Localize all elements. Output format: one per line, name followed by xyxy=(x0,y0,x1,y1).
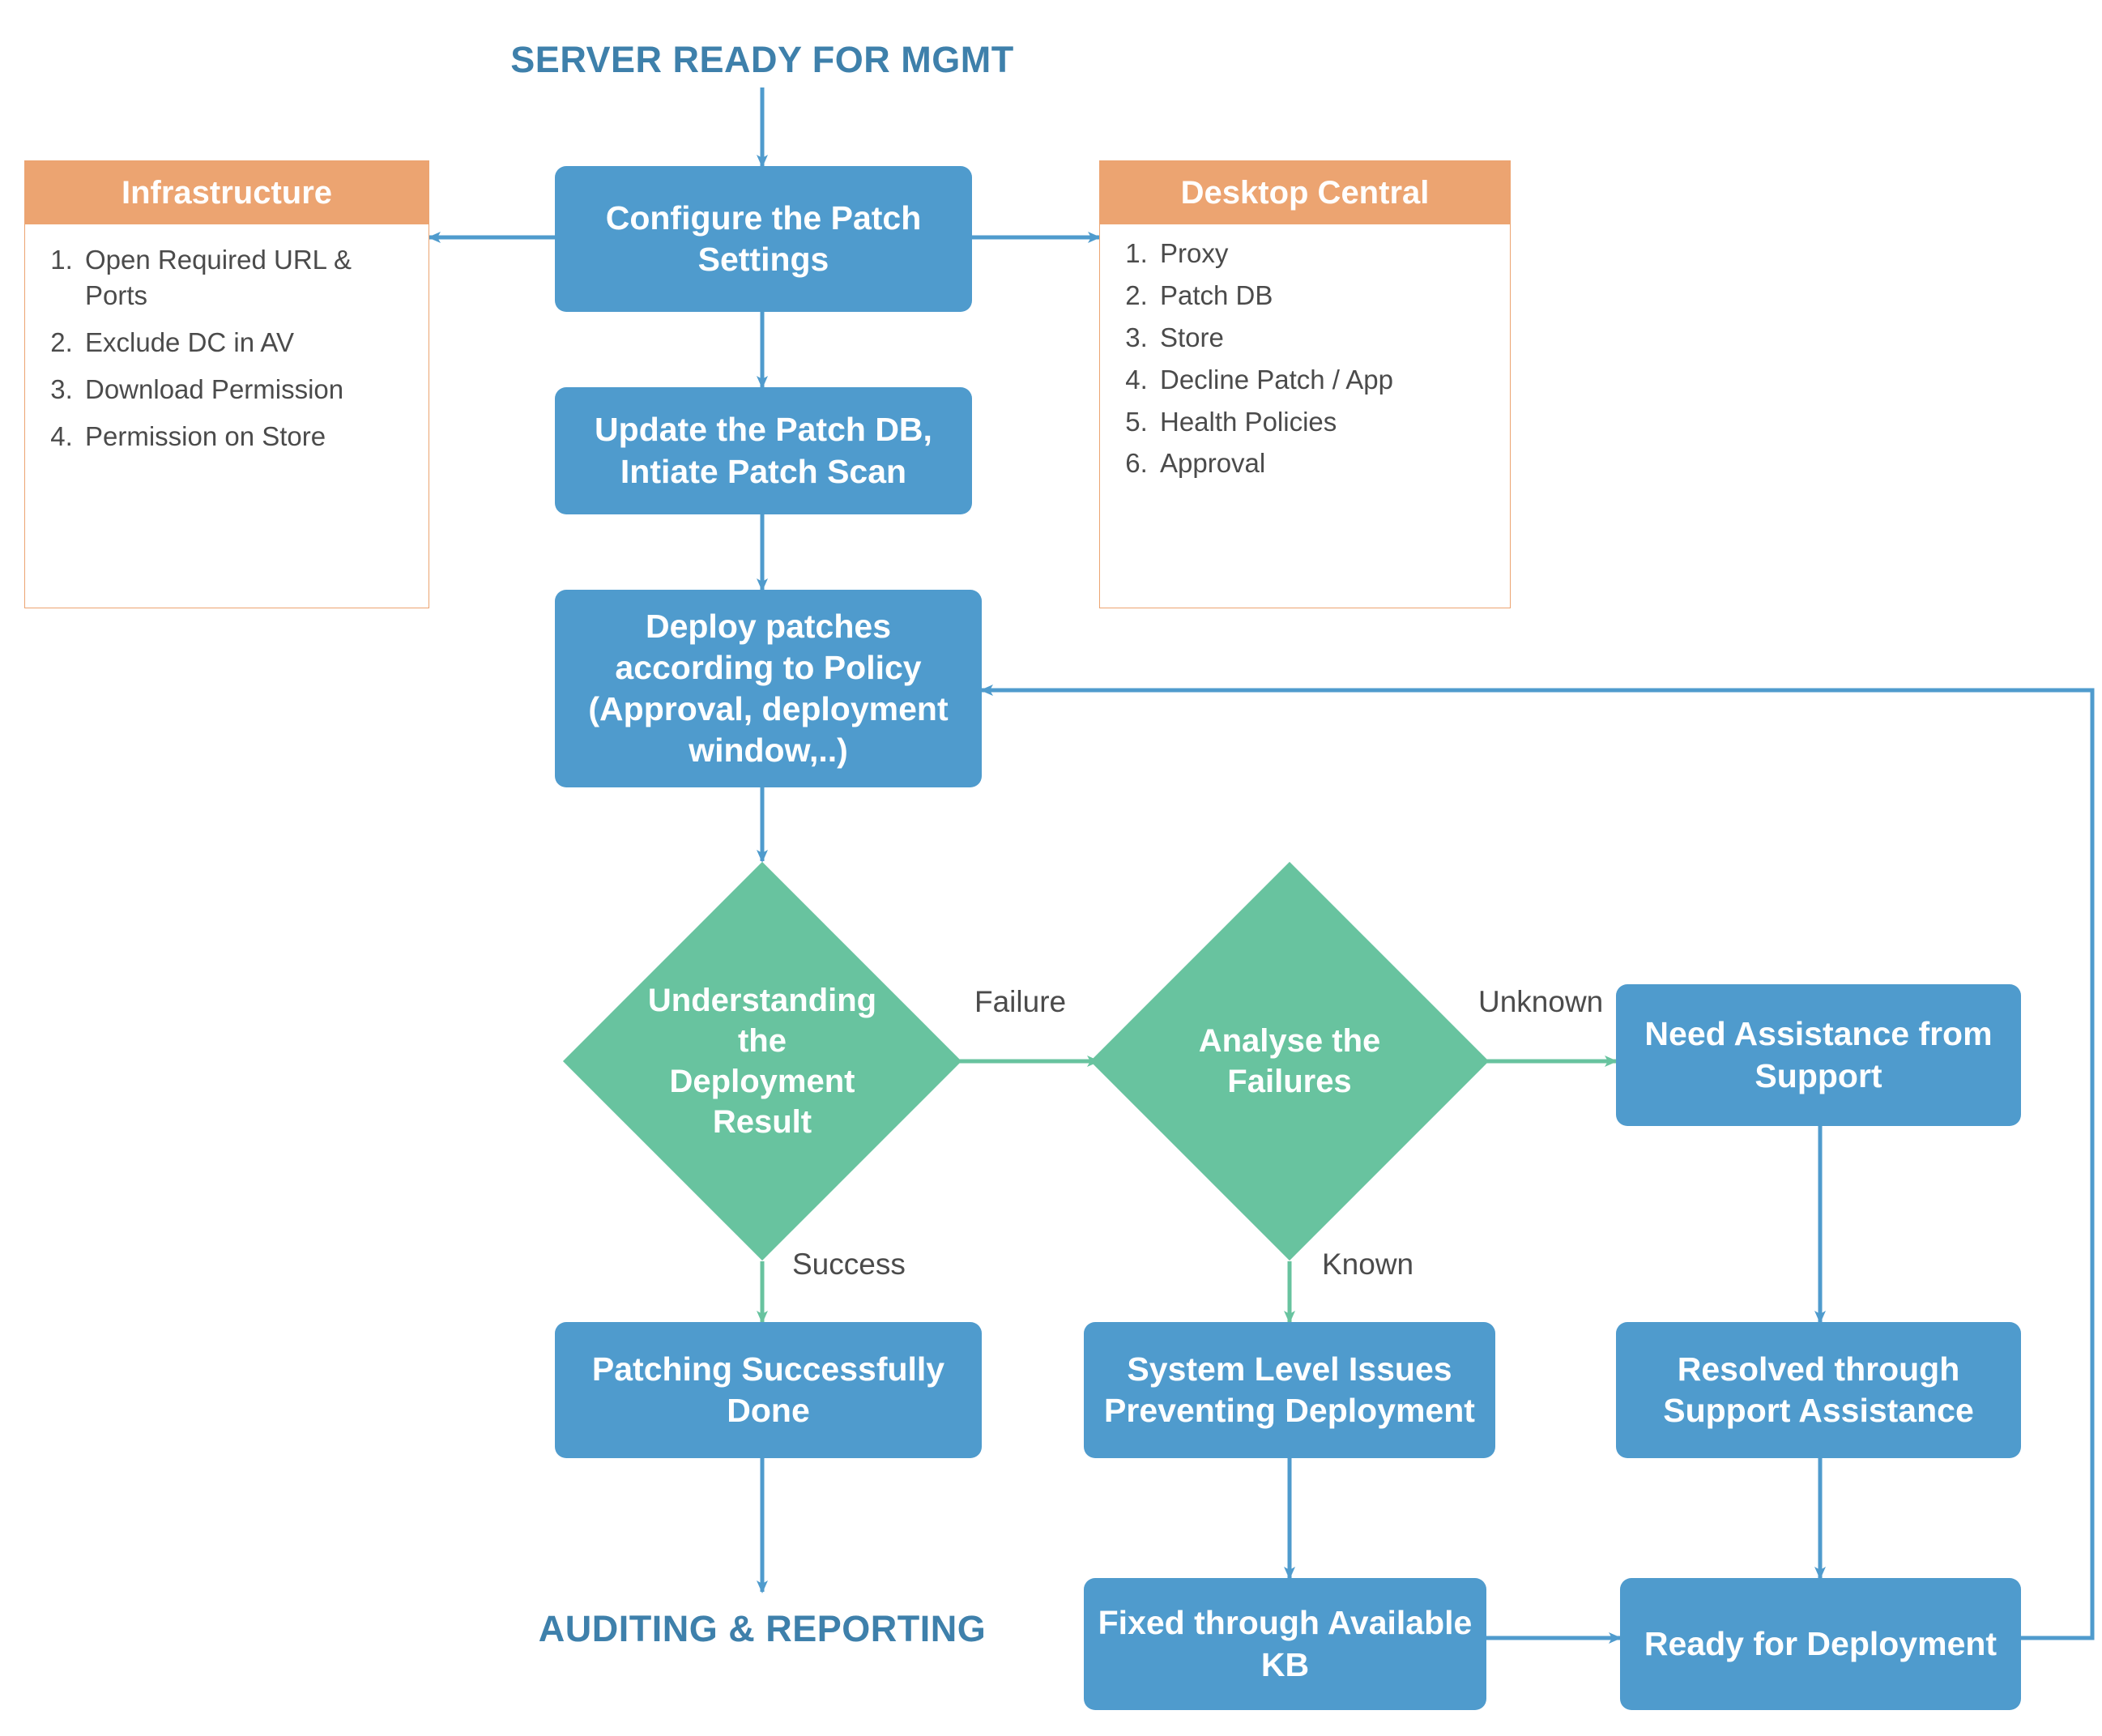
node-analyse-the-failures[interactable]: Analyse the Failures xyxy=(1089,861,1490,1261)
panel-desktop-central-body: Proxy Patch DB Store Decline Patch / App… xyxy=(1100,224,1510,609)
panel-desktop-central-header: Desktop Central xyxy=(1100,161,1510,224)
panel-infrastructure-body: Open Required URL & Ports Exclude DC in … xyxy=(25,224,429,609)
list-item: Decline Patch / App xyxy=(1155,362,1489,398)
panel-infrastructure-header: Infrastructure xyxy=(25,161,429,224)
node-configure-patch-settings[interactable]: Configure the Patch Settings xyxy=(555,166,972,312)
end-terminator-label: AUDITING & REPORTING xyxy=(538,1608,987,1649)
list-item: Health Policies xyxy=(1155,404,1489,440)
list-item: Permission on Store xyxy=(80,419,407,454)
panel-desktop-central: Desktop Central Proxy Patch DB Store Dec… xyxy=(1099,160,1511,608)
list-item: Store xyxy=(1155,320,1489,356)
panel-infrastructure: Infrastructure Open Required URL & Ports… xyxy=(24,160,429,608)
node-ready-for-deployment[interactable]: Ready for Deployment xyxy=(1620,1578,2021,1710)
node-resolved-through-support-assistance[interactable]: Resolved through Support Assistance xyxy=(1616,1322,2021,1458)
edge-label-success: Success xyxy=(792,1248,906,1281)
node-update-patch-db[interactable]: Update the Patch DB, Intiate Patch Scan xyxy=(555,387,972,514)
list-item: Proxy xyxy=(1155,236,1489,271)
node-analyse-the-failures-label: Analyse the Failures xyxy=(1198,1023,1381,1099)
node-system-level-issues[interactable]: System Level Issues Preventing Deploymen… xyxy=(1084,1322,1495,1458)
start-terminator-label: SERVER READY FOR MGMT xyxy=(510,39,1014,80)
node-understanding-deployment-result-label: Understanding the Deployment Result xyxy=(647,983,877,1140)
edge-label-unknown: Unknown xyxy=(1478,985,1604,1018)
node-deploy-patches[interactable]: Deploy patches according to Policy (Appr… xyxy=(555,590,982,787)
edge-label-known: Known xyxy=(1322,1248,1414,1281)
node-understanding-deployment-result[interactable]: Understanding the Deployment Result xyxy=(562,861,962,1261)
list-item: Open Required URL & Ports xyxy=(80,242,407,314)
edge-label-failure: Failure xyxy=(974,985,1067,1018)
list-item: Approval xyxy=(1155,446,1489,481)
node-patching-successfully-done[interactable]: Patching Successfully Done xyxy=(555,1322,982,1458)
node-fixed-through-available-kb[interactable]: Fixed through Available KB xyxy=(1084,1578,1486,1710)
list-item: Patch DB xyxy=(1155,278,1489,314)
list-item: Download Permission xyxy=(80,372,407,407)
list-item: Exclude DC in AV xyxy=(80,325,407,360)
node-need-assistance-from-support[interactable]: Need Assistance from Support xyxy=(1616,984,2021,1126)
